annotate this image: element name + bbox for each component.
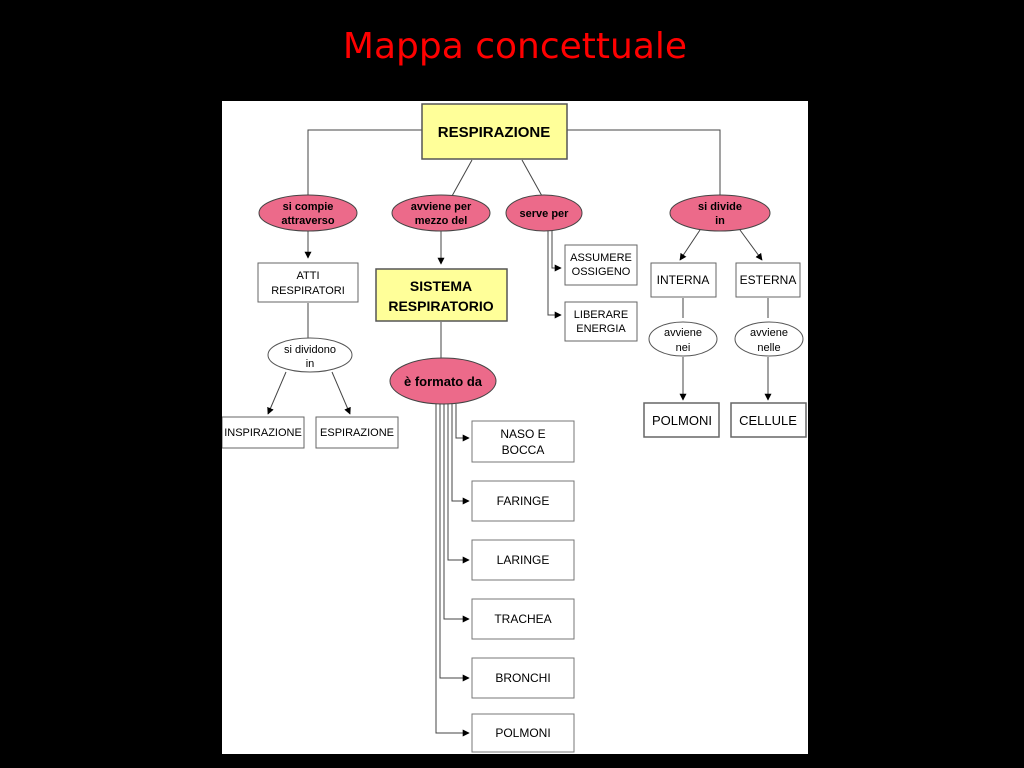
node-assumere-ossigeno: ASSUMERE OSSIGENO [564,244,638,286]
concept-map-panel: RESPIRAZIONE si compie attraverso avvien… [222,101,808,754]
link-si-dividono-line1: si dividono [284,344,336,356]
link-avviene-nelle: avviene nelle [734,321,804,357]
link-si-divide: si divide in [669,194,771,232]
node-inspirazione: INSPIRAZIONE [222,416,305,449]
node-energia-line2: ENERGIA [576,323,626,335]
node-cellule-label: CELLULE [739,413,797,428]
link-avviene-nei-line1: avviene [664,327,702,339]
link-avviene-nelle-line2: nelle [757,342,780,354]
node-respirazione: RESPIRAZIONE [421,103,568,160]
slide-title: Mappa concettuale [342,26,688,67]
node-faringe: FARINGE [471,480,575,522]
node-naso-bocca: NASO E BOCCA [471,420,575,463]
node-inspirazione-label: INSPIRAZIONE [224,427,302,439]
concept-map: RESPIRAZIONE si compie attraverso avvien… [222,103,807,753]
node-polmoni-list-label: POLMONI [495,726,550,740]
link-si-dividono: si dividono in [267,337,353,373]
link-avviene-per-line2: mezzo del [415,215,468,227]
node-interna-label: INTERNA [657,273,710,287]
link-avviene-nei: avviene nei [648,321,718,357]
node-sistema-line2: RESPIRATORIO [388,298,493,314]
node-polmoni-right: POLMONI [643,402,720,438]
node-energia-line1: LIBERARE [574,309,628,321]
node-espirazione-label: ESPIRAZIONE [320,427,394,439]
node-atti-respiratori: ATTI RESPIRATORI [257,262,359,303]
node-trachea-label: TRACHEA [494,612,551,626]
link-serve-per-label: serve per [520,208,570,220]
node-faringe-label: FARINGE [497,494,550,508]
node-polmoni-right-label: POLMONI [652,413,712,428]
node-bronchi-label: BRONCHI [495,671,550,685]
link-avviene-nei-line2: nei [676,342,691,354]
connectors [267,129,772,737]
node-liberare-energia: LIBERARE ENERGIA [564,301,638,342]
node-trachea: TRACHEA [471,598,575,640]
node-laringe-label: LARINGE [497,553,550,567]
link-avviene-nelle-line1: avviene [750,327,788,339]
node-atti-line2: RESPIRATORI [271,285,345,297]
node-sistema-respiratorio: SISTEMA RESPIRATORIO [375,268,508,322]
node-ossigeno-line2: OSSIGENO [572,266,631,278]
node-naso-bocca-line1: NASO E [500,427,545,441]
node-ossigeno-line1: ASSUMERE [570,252,632,264]
node-espirazione: ESPIRAZIONE [315,416,399,449]
node-esterna-label: ESTERNA [740,273,797,287]
link-formato-da-label: è formato da [404,374,483,389]
node-atti-line1: ATTI [296,270,319,282]
node-esterna: ESTERNA [735,262,801,298]
link-formato-da: è formato da [389,357,497,405]
link-si-divide-line2: in [715,215,725,227]
node-cellule: CELLULE [730,402,807,438]
link-si-compie: si compie attraverso [258,194,358,232]
link-avviene-per-line1: avviene per [411,201,472,213]
node-bronchi: BRONCHI [471,657,575,699]
node-polmoni-list: POLMONI [471,713,575,753]
link-si-compie-line1: si compie [283,201,334,213]
node-naso-bocca-line2: BOCCA [502,443,545,457]
link-si-compie-line2: attraverso [281,215,334,227]
node-respirazione-label: RESPIRAZIONE [438,124,551,141]
link-si-divide-line1: si divide [698,201,742,213]
node-interna: INTERNA [650,262,717,298]
link-avviene-per: avviene per mezzo del [391,194,491,232]
link-si-dividono-line2: in [306,358,315,370]
node-sistema-line1: SISTEMA [410,278,472,294]
link-serve-per: serve per [505,194,583,232]
node-laringe: LARINGE [471,539,575,581]
